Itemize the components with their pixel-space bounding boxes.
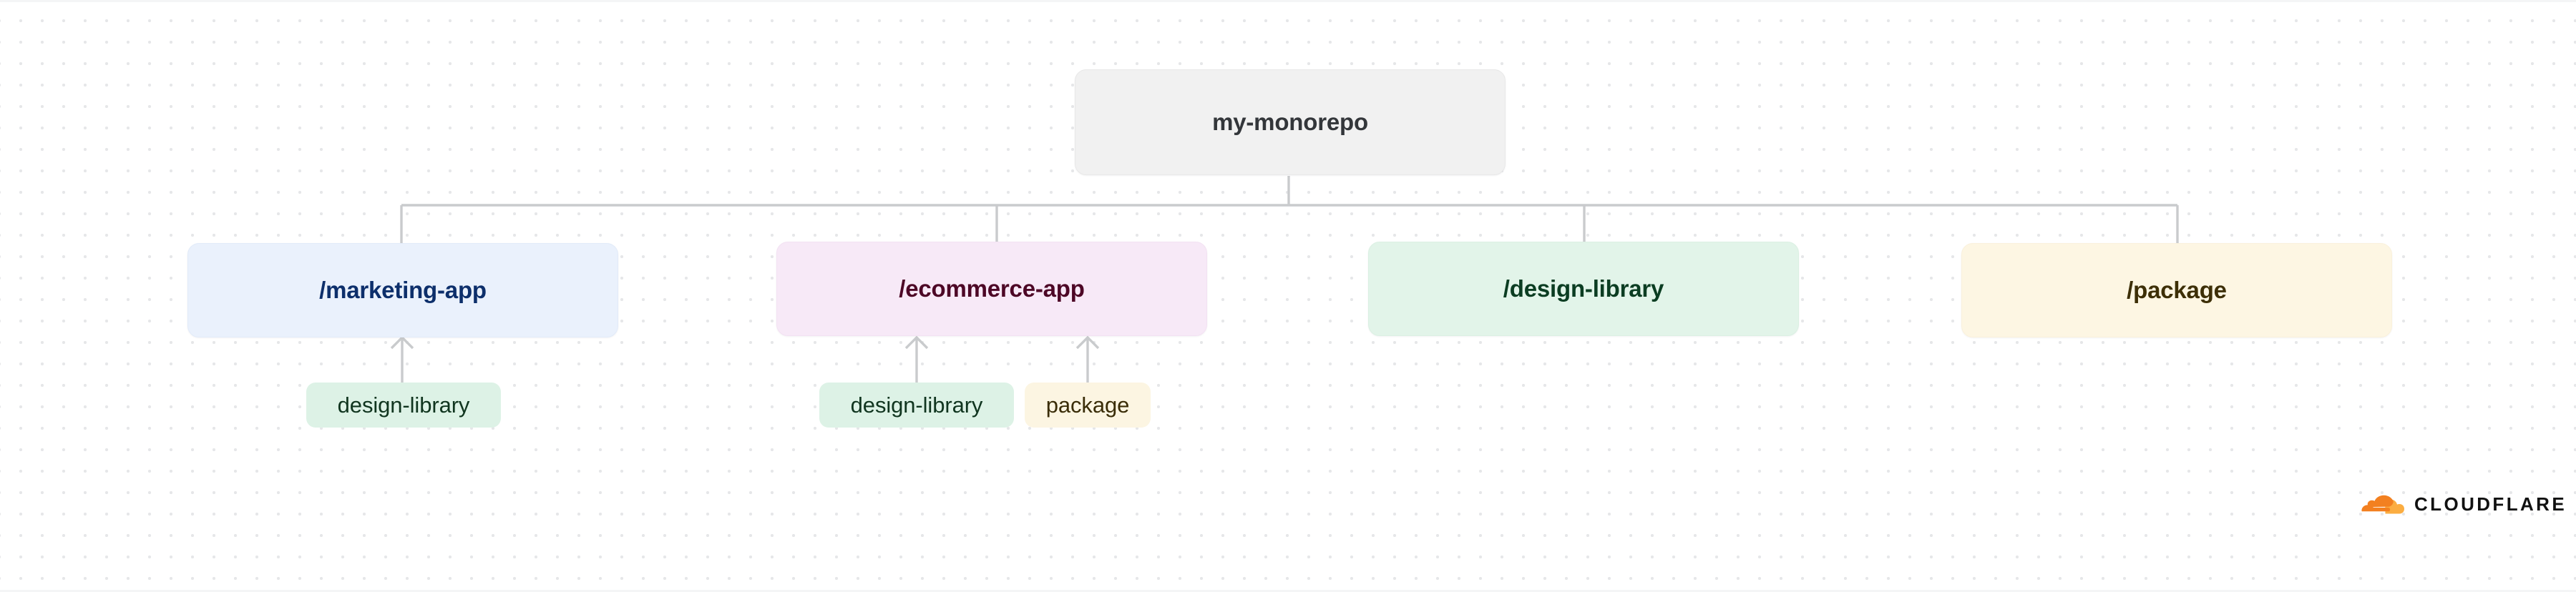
node-label: /design-library <box>1503 275 1664 302</box>
node-label: my-monorepo <box>1212 109 1368 135</box>
arrowhead-marketing-design-library <box>390 335 414 350</box>
chip-label: design-library <box>850 392 983 418</box>
chip-ecommerce-dep-package[interactable]: package <box>1025 383 1151 428</box>
arrowhead-ecommerce-package <box>1075 335 1100 350</box>
cloudflare-logo: CLOUDFLARE <box>2360 493 2567 515</box>
cloudflare-cloud-icon <box>2361 495 2404 514</box>
node-label: /marketing-app <box>319 277 487 303</box>
cloudflare-wordmark: CLOUDFLARE <box>2414 493 2567 515</box>
node-package[interactable]: /package <box>1961 243 2392 337</box>
chip-label: design-library <box>337 392 470 418</box>
chip-marketing-dep-design-library[interactable]: design-library <box>306 383 501 428</box>
node-label: /ecommerce-app <box>899 275 1085 302</box>
arrowhead-ecommerce-design-library <box>904 335 929 350</box>
node-my-monorepo[interactable]: my-monorepo <box>1075 69 1506 175</box>
node-label: /package <box>2127 277 2227 303</box>
chip-label: package <box>1045 392 1130 418</box>
node-design-library[interactable]: /design-library <box>1368 242 1799 336</box>
node-ecommerce-app[interactable]: /ecommerce-app <box>776 242 1207 336</box>
canvas-top-edge <box>0 0 2576 2</box>
node-marketing-app[interactable]: /marketing-app <box>187 243 618 337</box>
chip-ecommerce-dep-design-library[interactable]: design-library <box>819 383 1014 428</box>
